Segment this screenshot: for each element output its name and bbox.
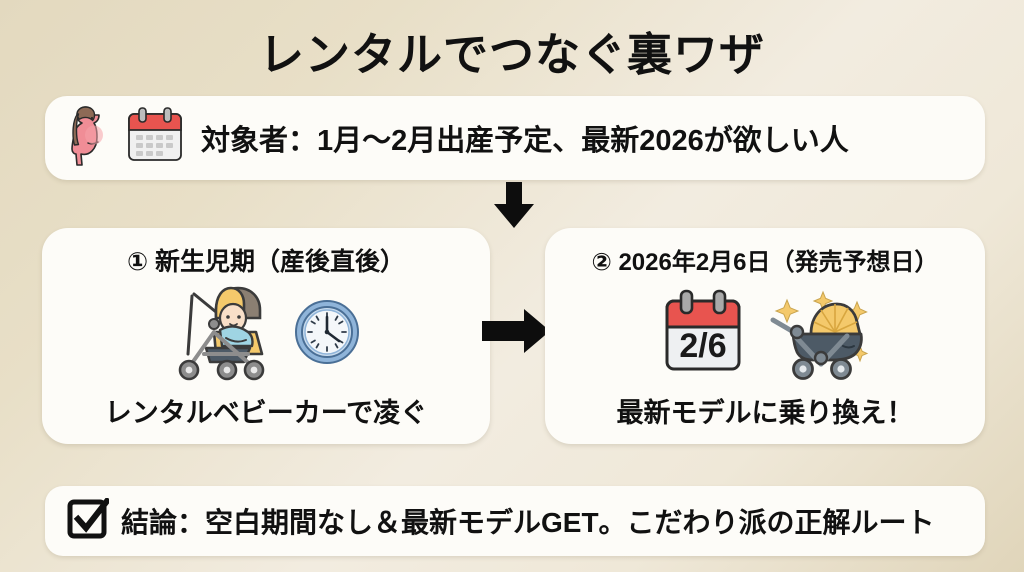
step-2-icons: 2/6 <box>661 277 869 391</box>
clock-emoji <box>292 297 362 372</box>
page-title: レンタルでつなぐ裏ワザ <box>258 29 765 80</box>
target-audience-banner: 対象者：1月〜2月出産予定、最新2026が欲しい人 <box>45 96 985 180</box>
step-1-card: ① 新生児期（産後直後） <box>42 228 490 444</box>
checkbox-checked-icon <box>67 496 112 545</box>
pregnant-woman-emoji <box>63 105 115 172</box>
arrow-right-icon <box>482 303 550 359</box>
step-2-heading: ② 2026年2月6日（発売予想日） <box>591 249 939 276</box>
baby-stroller-emoji <box>170 282 278 387</box>
calendar-date-label: 2/6 <box>679 327 726 365</box>
conclusion-banner: 結論：空白期間なし＆最新モデルGET。こだわり派の正解ルート <box>45 486 985 556</box>
conclusion-text: 結論：空白期間なし＆最新モデルGET。こだわり派の正解ルート <box>121 507 935 538</box>
step-1-icons <box>170 278 362 391</box>
calendar-emoji <box>125 106 185 170</box>
calendar-2-6-emoji: 2/6 <box>661 289 745 380</box>
arrow-down-icon <box>486 182 542 228</box>
step-1-caption: レンタルベビーカーで凌ぐ <box>104 398 428 428</box>
target-audience-text: 対象者：1月〜2月出産予定、最新2026が欲しい人 <box>201 125 849 157</box>
step-1-heading: ① 新生児期（産後直後） <box>126 248 406 276</box>
sparkling-baby-carriage-emoji <box>763 284 869 385</box>
step-2-card: ② 2026年2月6日（発売予想日） 2/6 <box>545 228 985 444</box>
step-2-caption: 最新モデルに乗り換え！ <box>616 398 914 428</box>
